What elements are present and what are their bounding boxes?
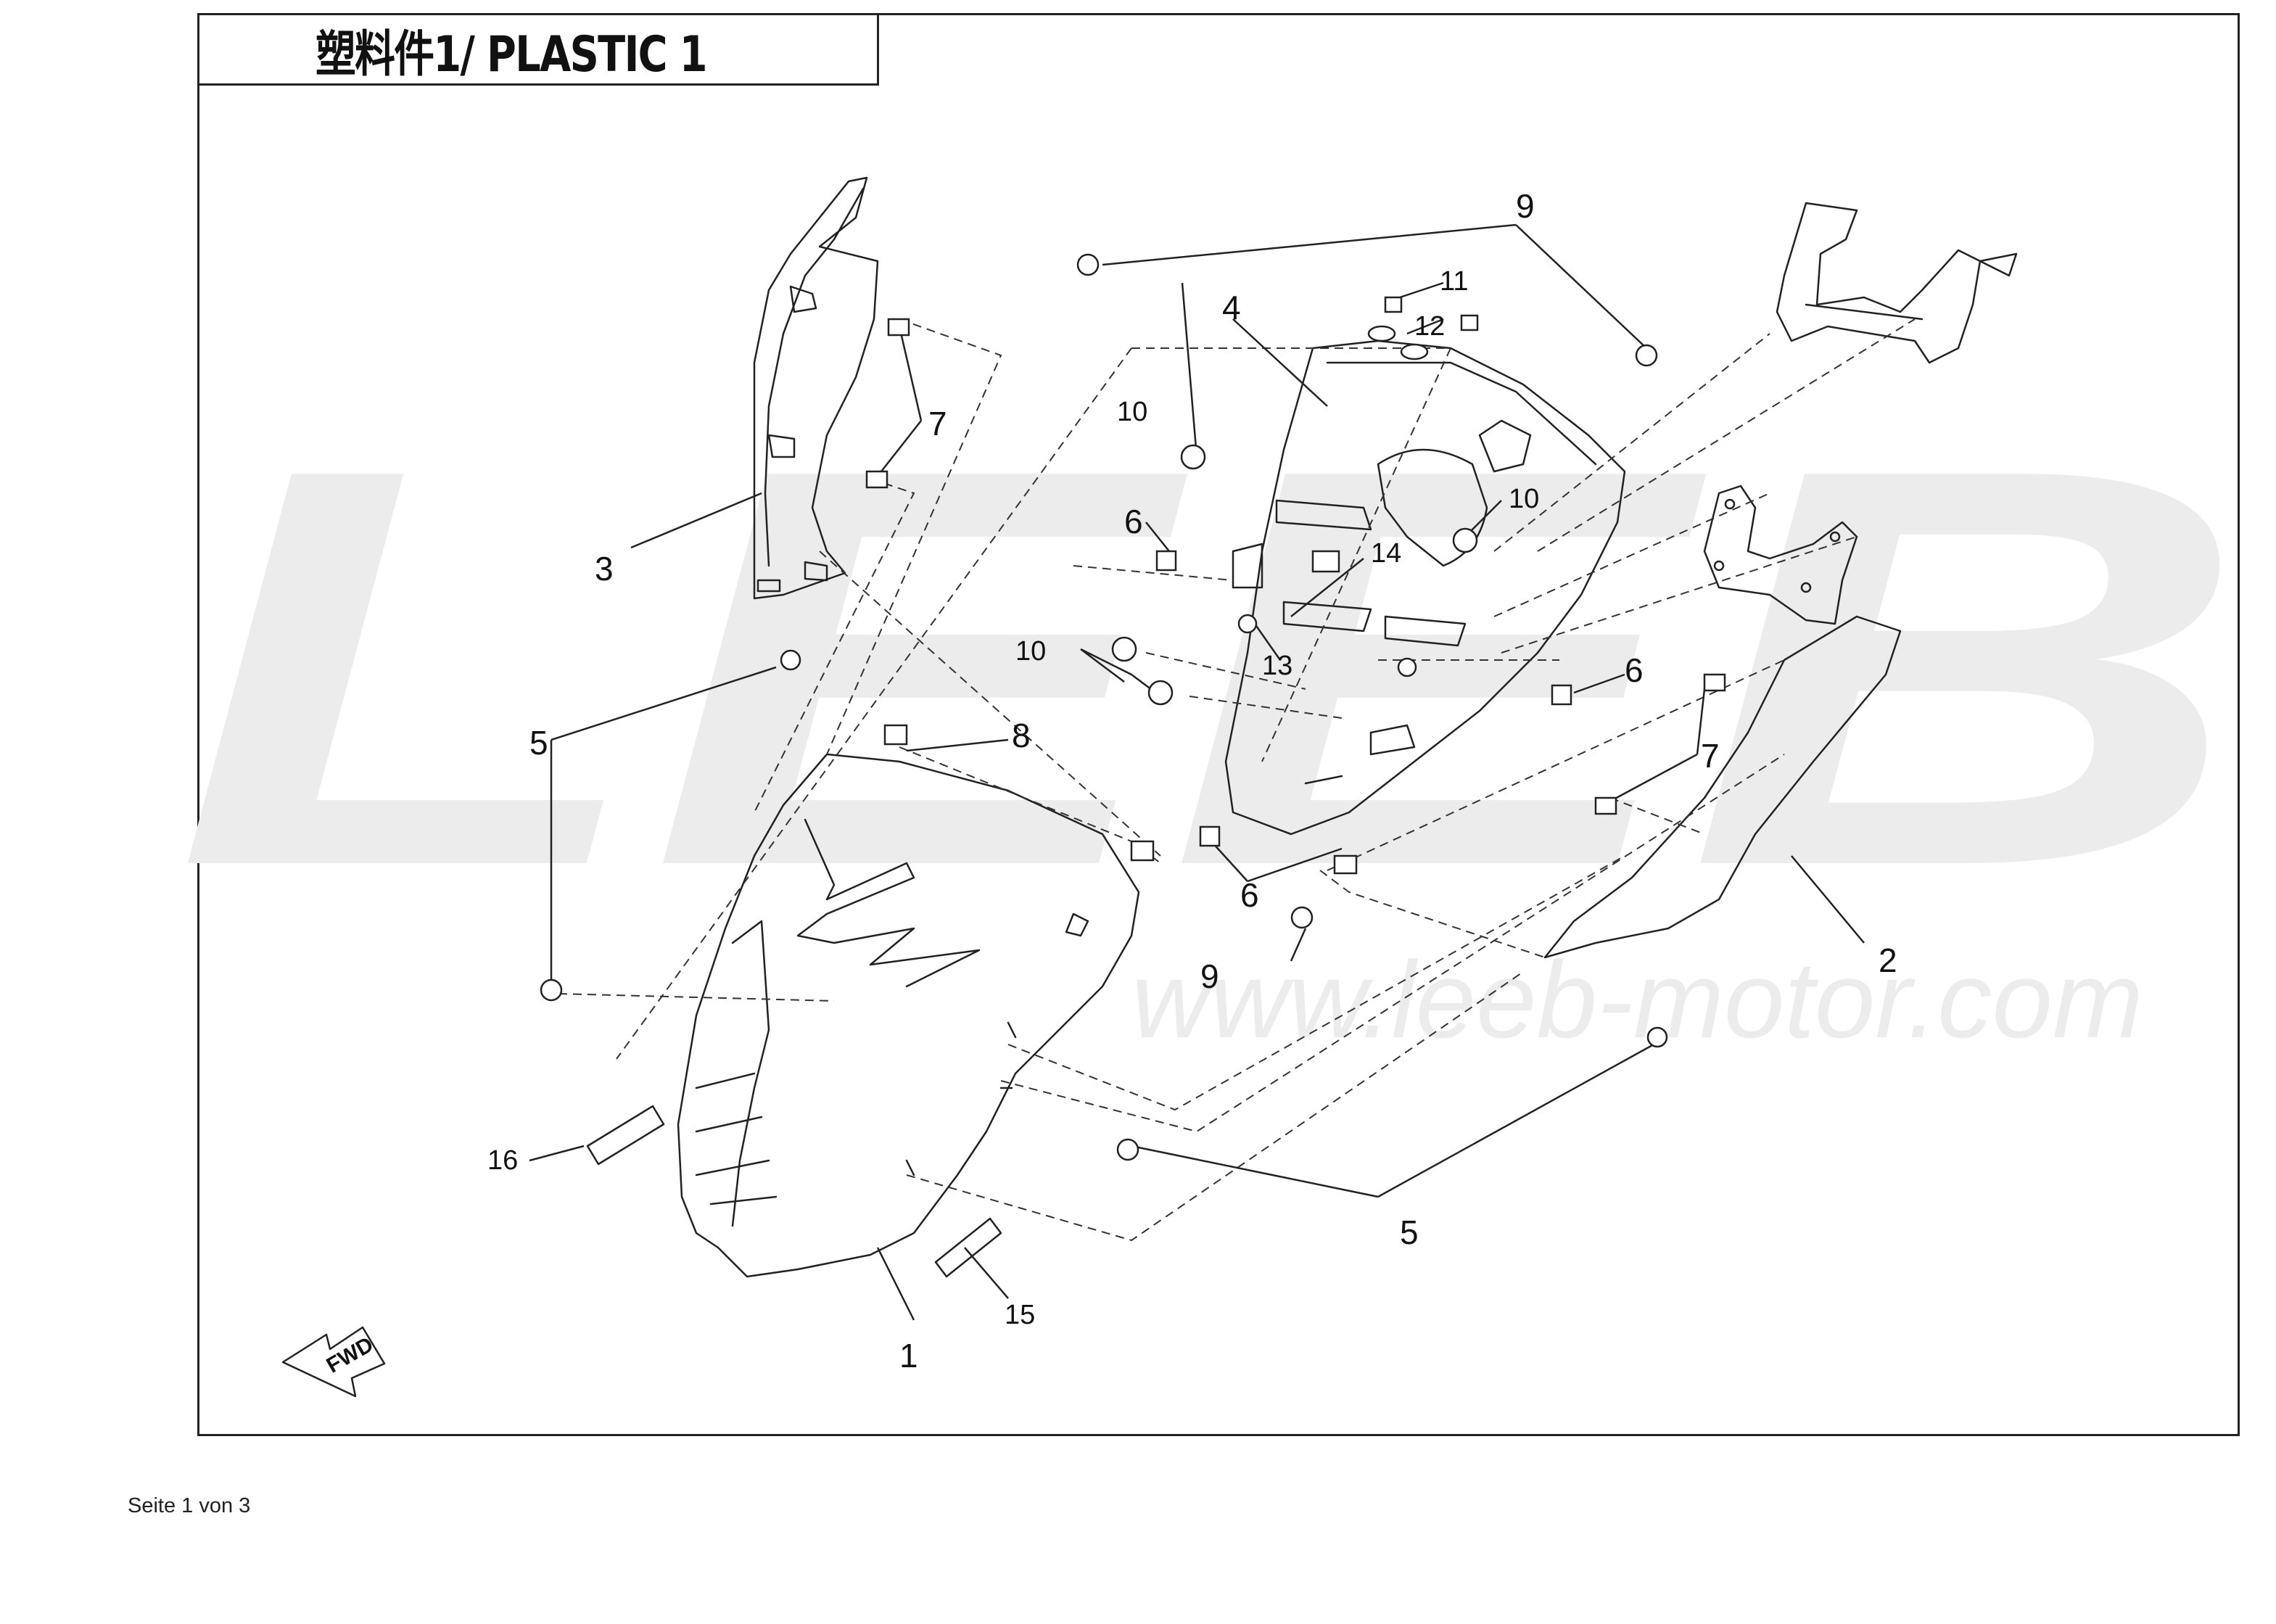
callout-6-right: 6 bbox=[1625, 651, 1644, 689]
callout-1: 1 bbox=[899, 1337, 918, 1374]
callout-7-left: 7 bbox=[928, 405, 947, 442]
callout-15: 15 bbox=[1005, 1300, 1035, 1330]
screw-10d bbox=[1147, 680, 1174, 706]
screw-5c bbox=[1116, 1138, 1139, 1161]
fwd-arrow bbox=[281, 1326, 386, 1398]
part-4-inner-panel bbox=[1224, 339, 1626, 836]
callout-9-top: 9 bbox=[1516, 187, 1535, 225]
clip-8a bbox=[883, 724, 908, 746]
clip-8b bbox=[1130, 840, 1155, 862]
callout-5-left: 5 bbox=[529, 724, 548, 762]
callout-6-bottom: 6 bbox=[1240, 876, 1259, 914]
clip-7d bbox=[1594, 796, 1617, 815]
title-box: 塑料件1/ PLASTIC 1 bbox=[197, 13, 879, 86]
leader-lines bbox=[529, 223, 1865, 1321]
grommet-11a bbox=[1384, 296, 1403, 313]
callout-10-left: 10 bbox=[1015, 636, 1046, 667]
nut-6a bbox=[1155, 550, 1177, 572]
callout-8: 8 bbox=[1012, 717, 1031, 754]
screw-13b bbox=[1397, 657, 1417, 677]
callout-4: 4 bbox=[1222, 289, 1241, 326]
part-1-front-fairing bbox=[677, 753, 1140, 1278]
bolt-9a bbox=[1076, 253, 1100, 276]
watermark-url: www.leeb-motor.com bbox=[1131, 939, 2143, 1060]
screw-5b bbox=[540, 978, 563, 1002]
watermark: LEEB www.leeb-motor.com bbox=[174, 352, 2248, 1060]
bolt-9b bbox=[1635, 344, 1658, 367]
side-plate bbox=[1703, 485, 1858, 625]
clip-7c bbox=[1703, 673, 1726, 692]
callout-10-top: 10 bbox=[1117, 397, 1147, 427]
assembly-lines bbox=[558, 318, 1916, 1242]
part-15-decal bbox=[934, 1217, 1002, 1278]
clip-14 bbox=[1311, 550, 1340, 573]
clip-lower bbox=[1333, 854, 1358, 875]
bolt-9c bbox=[1290, 906, 1314, 929]
callout-16: 16 bbox=[487, 1145, 518, 1176]
screw-10b bbox=[1452, 527, 1478, 553]
screw-10a bbox=[1180, 444, 1206, 470]
callout-6-top: 6 bbox=[1124, 503, 1143, 540]
callout-5-bottom: 5 bbox=[1400, 1213, 1419, 1251]
callout-10-right: 10 bbox=[1509, 484, 1539, 514]
nut-6c bbox=[1199, 825, 1221, 847]
clip-7b bbox=[865, 470, 888, 489]
page-footer: Seite 1 von 3 bbox=[128, 1494, 251, 1517]
screw-5d bbox=[1646, 1026, 1668, 1048]
washer-12b bbox=[1400, 343, 1429, 360]
mounting-bracket bbox=[1776, 202, 2018, 364]
callout-3: 3 bbox=[595, 550, 614, 588]
callout-12: 12 bbox=[1414, 311, 1445, 342]
nut-6b bbox=[1551, 684, 1572, 706]
part-3-windscreen bbox=[753, 176, 879, 600]
screw-13 bbox=[1237, 614, 1258, 634]
callout-7-right: 7 bbox=[1701, 737, 1720, 775]
callout-14: 14 bbox=[1371, 538, 1401, 569]
watermark-brand: LEEB bbox=[174, 352, 2248, 984]
page-title: 塑料件1/ PLASTIC 1 bbox=[316, 25, 708, 83]
screw-5a bbox=[780, 649, 801, 671]
part-16-decal bbox=[586, 1105, 665, 1166]
fasteners bbox=[540, 253, 1726, 1161]
callout-13: 13 bbox=[1262, 651, 1292, 681]
grommet-11b bbox=[1460, 314, 1479, 331]
diagram-frame bbox=[197, 13, 2240, 1436]
washer-12a bbox=[1367, 325, 1396, 342]
callout-2: 2 bbox=[1879, 941, 1897, 979]
screw-10c bbox=[1111, 636, 1137, 662]
clip-7a bbox=[887, 318, 910, 337]
callout-11: 11 bbox=[1440, 266, 1468, 297]
callout-9-bottom: 9 bbox=[1200, 957, 1219, 995]
